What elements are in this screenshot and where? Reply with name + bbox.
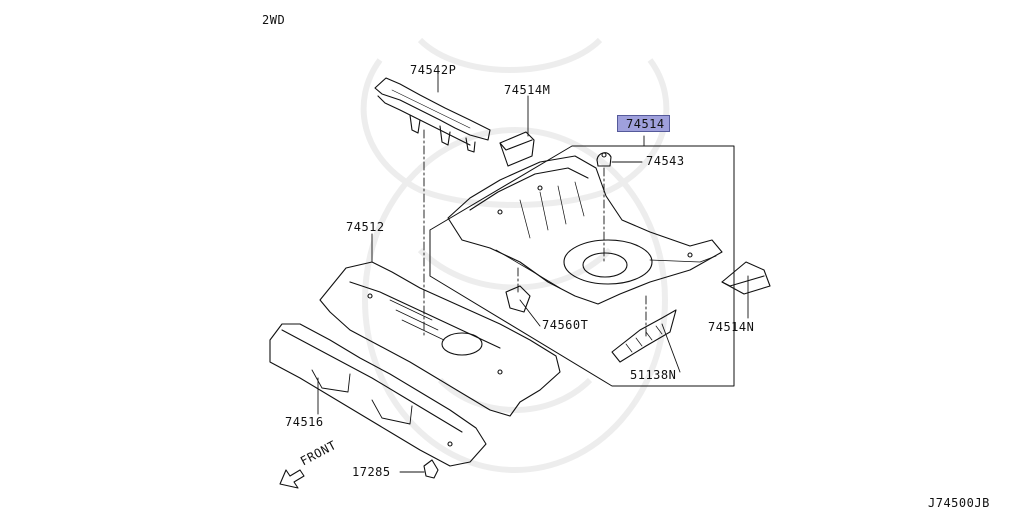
part-74514M-bracket: [499, 131, 535, 167]
callout-74512[interactable]: 74512: [346, 220, 385, 234]
callout-74514[interactable]: 74514: [617, 115, 670, 132]
part-74514-rear-floor: [447, 155, 723, 305]
part-74514N-bracket: [721, 261, 771, 295]
part-74543-clip: [596, 152, 612, 167]
part-74516-member: [269, 323, 487, 467]
callout-74560T[interactable]: 74560T: [542, 318, 589, 332]
variant-label: 2WD: [262, 13, 286, 27]
part-51138N-member: [611, 309, 677, 363]
part-74512-front-floor: [319, 261, 561, 417]
callout-74514M[interactable]: 74514M: [504, 83, 551, 97]
alignment-lines: [423, 129, 647, 337]
callout-17285[interactable]: 17285: [352, 465, 391, 479]
callout-74514N[interactable]: 74514N: [708, 320, 755, 334]
group-boundary: [429, 145, 735, 387]
callout-74516[interactable]: 74516: [285, 415, 324, 429]
callout-74543[interactable]: 74543: [646, 154, 685, 168]
callout-74542P[interactable]: 74542P: [410, 63, 457, 77]
part-17285-clip: [423, 459, 439, 479]
figure-code: J74500JB: [928, 496, 990, 510]
leader-lines: [317, 71, 749, 473]
callout-51138N[interactable]: 51138N: [630, 368, 677, 382]
part-74542P-rail: [374, 77, 491, 153]
front-arrow-icon: [279, 469, 305, 489]
